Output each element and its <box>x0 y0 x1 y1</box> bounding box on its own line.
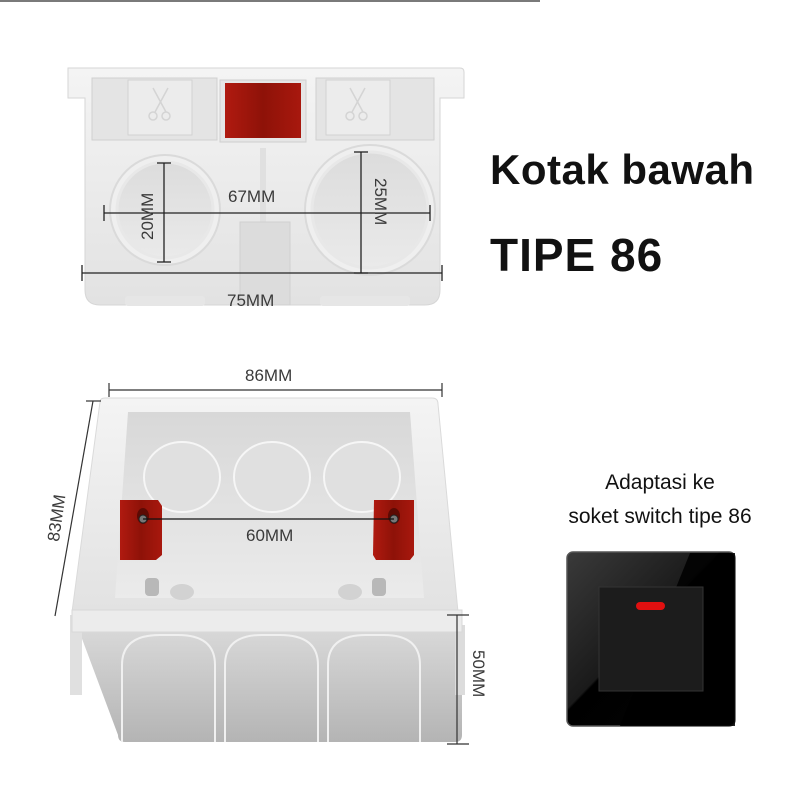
wall-switch-image <box>566 551 736 727</box>
scissors-icon <box>148 87 171 121</box>
title-line-1: Kotak bawah <box>490 146 755 193</box>
dim-screw-spacing: 60MM <box>246 526 294 545</box>
dim-top-width: 75MM <box>227 291 275 310</box>
top-divider-line <box>0 0 540 2</box>
perspective-view-box <box>70 397 465 742</box>
top-view-box <box>67 67 465 306</box>
indicator-light-icon <box>636 602 665 610</box>
dim-hole-small: 20MM <box>138 192 157 240</box>
title-line-2: TIPE 86 <box>490 229 664 281</box>
dim-hole-spacing: 67MM <box>228 187 276 206</box>
scissors-icon <box>345 87 368 121</box>
compatibility-line-2: soket switch tipe 86 <box>568 505 752 528</box>
compatibility-caption: Adaptasi ke soket switch tipe 86 <box>520 466 800 534</box>
dim-box-depth: 50MM <box>469 650 488 698</box>
top-view-dimension-lines <box>81 151 443 281</box>
dim-box-width: 86MM <box>245 366 293 385</box>
compatibility-line-1: Adaptasi ke <box>605 471 715 494</box>
dim-hole-large: 25MM <box>371 178 390 226</box>
perspective-dimension-lines <box>54 383 469 745</box>
